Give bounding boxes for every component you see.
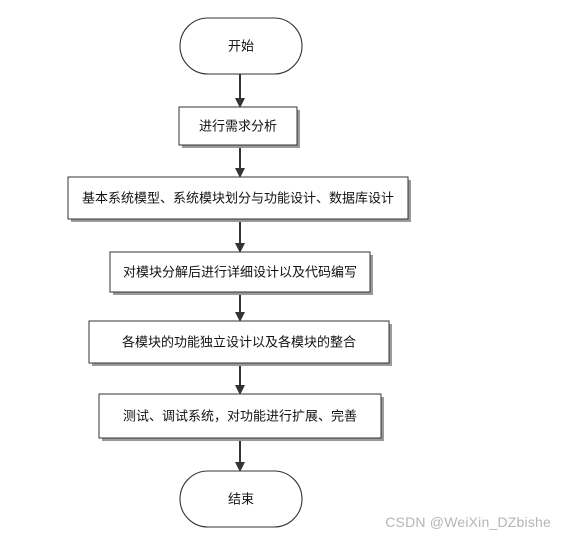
node-label-end: 结束 (228, 493, 254, 508)
process-box (109, 251, 371, 293)
terminal-shape (179, 470, 303, 528)
node-label-step3: 对模块分解后进行详细设计以及代码编写 (123, 266, 357, 281)
flow-node-step5: 测试、调试系统，对功能进行扩展、完善 (98, 393, 384, 441)
flow-node-step2: 基本系统模型、系统模块划分与功能设计、数据库设计 (67, 176, 411, 222)
process-box (88, 320, 390, 364)
node-label-start: 开始 (228, 40, 254, 55)
flow-node-start: 开始 (179, 17, 303, 75)
terminal-shape (179, 17, 303, 75)
watermark-text: CSDN @WeiXin_DZbishe (385, 514, 551, 530)
node-label-step5: 测试、调试系统，对功能进行扩展、完善 (123, 409, 357, 425)
flow-node-step3: 对模块分解后进行详细设计以及代码编写 (109, 251, 373, 295)
flow-node-step4: 各模块的功能独立设计以及各模块的整合 (88, 320, 392, 366)
node-label-step4: 各模块的功能独立设计以及各模块的整合 (122, 335, 356, 351)
process-box (98, 393, 382, 439)
node-label-step2: 基本系统模型、系统模块划分与功能设计、数据库设计 (82, 191, 394, 207)
flow-node-end: 结束 (179, 470, 303, 528)
flow-node-step1: 进行需求分析 (178, 106, 300, 148)
process-box (178, 106, 298, 146)
node-label-step1: 进行需求分析 (199, 120, 277, 135)
process-box (67, 176, 409, 220)
